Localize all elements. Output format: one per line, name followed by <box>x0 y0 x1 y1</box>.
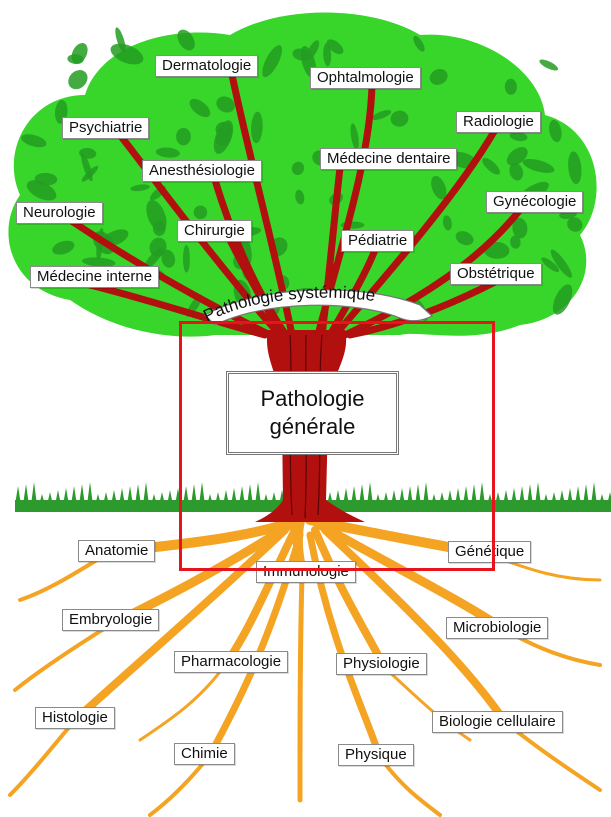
root-label-embryologie: Embryologie <box>62 609 159 631</box>
branch-label-chirurgie: Chirurgie <box>177 220 252 242</box>
branch-label-ophtalmologie: Ophtalmologie <box>310 67 421 89</box>
branch-label-gynecologie: Gynécologie <box>486 191 583 213</box>
root-label-histologie: Histologie <box>35 707 115 729</box>
branch-label-neurologie: Neurologie <box>16 202 103 224</box>
branch-label-dermatologie: Dermatologie <box>155 55 258 77</box>
branch-label-obstetrique: Obstétrique <box>450 263 542 285</box>
root-label-physique: Physique <box>338 744 414 766</box>
root-label-biologie-cellulaire: Biologie cellulaire <box>432 711 563 733</box>
sign-line-2: générale <box>270 413 356 441</box>
branch-label-psychiatrie: Psychiatrie <box>62 117 149 139</box>
root-label-pharmacologie: Pharmacologie <box>174 651 288 673</box>
root-label-anatomie: Anatomie <box>78 540 155 562</box>
branch-label-medecine-interne: Médecine interne <box>30 266 159 288</box>
root-label-immunologie: Immunologie <box>256 561 356 583</box>
root-label-genetique: Génétique <box>448 541 531 563</box>
general-pathology-sign: Pathologie générale <box>226 371 399 455</box>
branch-label-pediatrie: Pédiatrie <box>341 230 414 252</box>
root-label-chimie: Chimie <box>174 743 235 765</box>
branch-label-medecine-dentaire: Médecine dentaire <box>320 148 457 170</box>
sign-line-1: Pathologie <box>261 385 365 413</box>
root-label-microbiologie: Microbiologie <box>446 617 548 639</box>
branch-label-anesthesiologie: Anesthésiologie <box>142 160 262 182</box>
root-label-physiologie: Physiologie <box>336 653 427 675</box>
branch-label-radiologie: Radiologie <box>456 111 541 133</box>
